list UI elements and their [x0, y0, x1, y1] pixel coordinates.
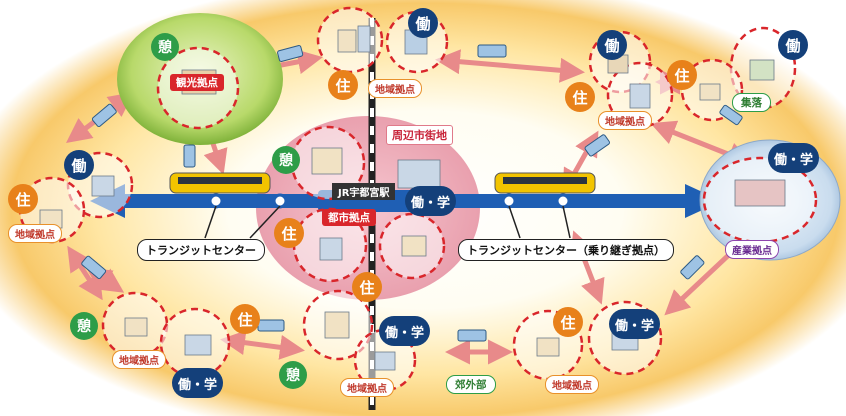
work-study-bubble: 働・学	[379, 316, 431, 346]
rest-bubble: 憩	[272, 146, 300, 174]
label-transit-left: トランジットセンター	[137, 239, 265, 261]
label-chiiki-bottom-right: 地域拠点	[545, 375, 599, 394]
stop-1	[208, 193, 224, 209]
label-jr-station: JR宇都宮駅	[332, 183, 396, 200]
label-toshi: 都市拠点	[322, 209, 376, 226]
rest-bubble: 憩	[151, 33, 179, 61]
work-bubble: 働	[597, 30, 627, 60]
link-top-upperright	[435, 49, 585, 83]
label-kogai: 郊外部	[446, 375, 496, 394]
label-chiiki-bottom-mid: 地域拠点	[340, 378, 394, 397]
work-study-bubble: 働・学	[768, 143, 820, 173]
tram-right	[494, 172, 596, 194]
label-chiiki-upper-right: 地域拠点	[598, 111, 652, 130]
work-bubble: 働	[64, 150, 94, 180]
work-study-bubble: 働・学	[609, 309, 661, 339]
label-chiiki-bottom-left: 地域拠点	[112, 350, 166, 369]
live-bubble: 住	[553, 307, 583, 337]
rest-bubble: 憩	[70, 312, 98, 340]
stop-3	[501, 193, 517, 209]
live-bubble: 住	[667, 60, 697, 90]
live-bubble: 住	[8, 184, 38, 214]
work-study-bubble: 働・学	[405, 186, 457, 216]
stop-4	[555, 193, 571, 209]
live-bubble: 住	[274, 218, 304, 248]
link-bl-bm	[220, 330, 305, 360]
transit-stops	[208, 193, 571, 209]
tram-left	[169, 172, 271, 194]
stop-2	[272, 193, 288, 209]
live-bubble: 住	[230, 304, 260, 334]
label-sangyo: 産業拠点	[725, 240, 779, 259]
label-transit-right: トランジットセンター（乗り継ぎ拠点）	[458, 239, 674, 261]
work-study-bubble: 働・学	[172, 368, 224, 398]
live-bubble: 住	[565, 82, 595, 112]
buses	[81, 44, 743, 342]
label-shuhen: 周辺市街地	[386, 125, 453, 145]
work-bubble: 働	[778, 30, 808, 60]
live-bubble: 住	[328, 70, 358, 100]
live-bubble: 住	[352, 272, 382, 302]
label-kanko: 観光拠点	[170, 74, 224, 91]
label-chiiki-top: 地域拠点	[368, 79, 422, 98]
label-chiiki-left: 地域拠点	[8, 224, 62, 243]
work-bubble: 働	[408, 8, 438, 38]
label-shuraku: 集落	[732, 93, 771, 112]
transit-callout-lines	[204, 205, 571, 239]
rest-bubble: 憩	[279, 361, 307, 389]
